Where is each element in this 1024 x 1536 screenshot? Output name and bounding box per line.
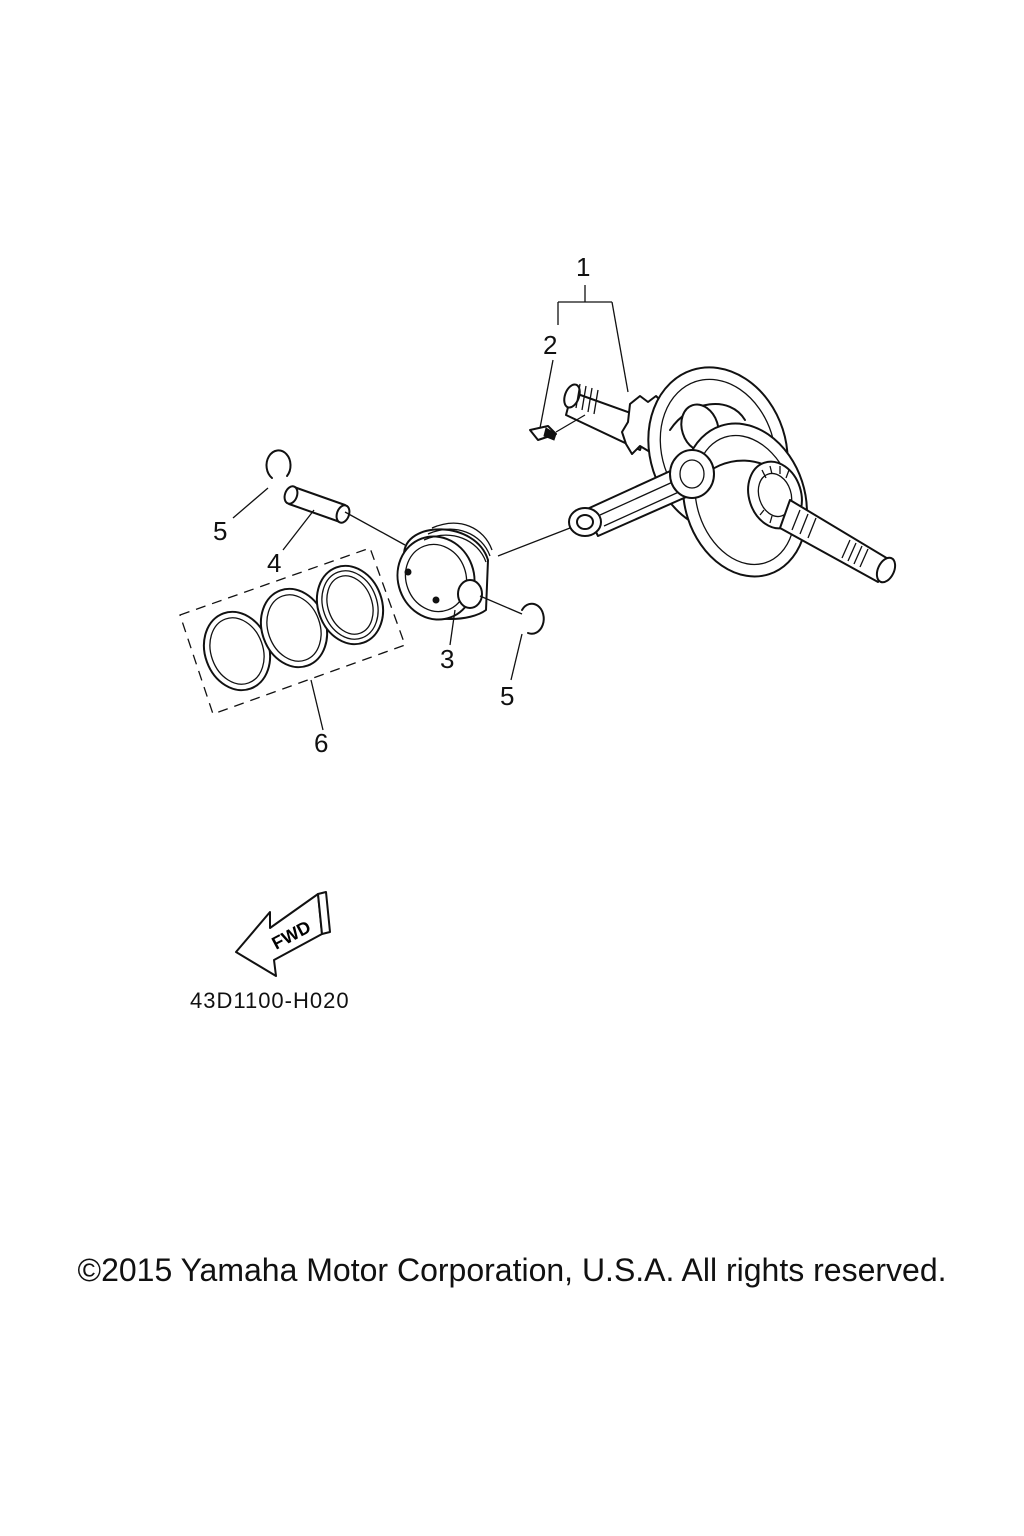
callout-5-upper: 5 (213, 516, 227, 546)
part-code: 43D1100-H020 (190, 988, 350, 1013)
callout-3: 3 (440, 644, 454, 674)
piston-pin (283, 485, 351, 524)
callout-2: 2 (543, 330, 557, 360)
callout-5-lower: 5 (500, 681, 514, 711)
leader-lines (232, 285, 629, 731)
crankshaft-assembly (563, 366, 897, 584)
fwd-arrow-icon: FWD (235, 891, 331, 977)
callout-6: 6 (314, 728, 328, 758)
piston (396, 522, 493, 621)
woodruff-key (529, 425, 557, 441)
callout-4: 4 (267, 548, 281, 578)
circlip-lower (521, 602, 545, 635)
copyright-notice: ©2015 Yamaha Motor Corporation, U.S.A. A… (77, 1252, 947, 1288)
circlip-upper (265, 449, 292, 479)
callout-1: 1 (576, 252, 590, 282)
piston-ring-set (179, 547, 406, 715)
assembly-lines (344, 414, 586, 615)
